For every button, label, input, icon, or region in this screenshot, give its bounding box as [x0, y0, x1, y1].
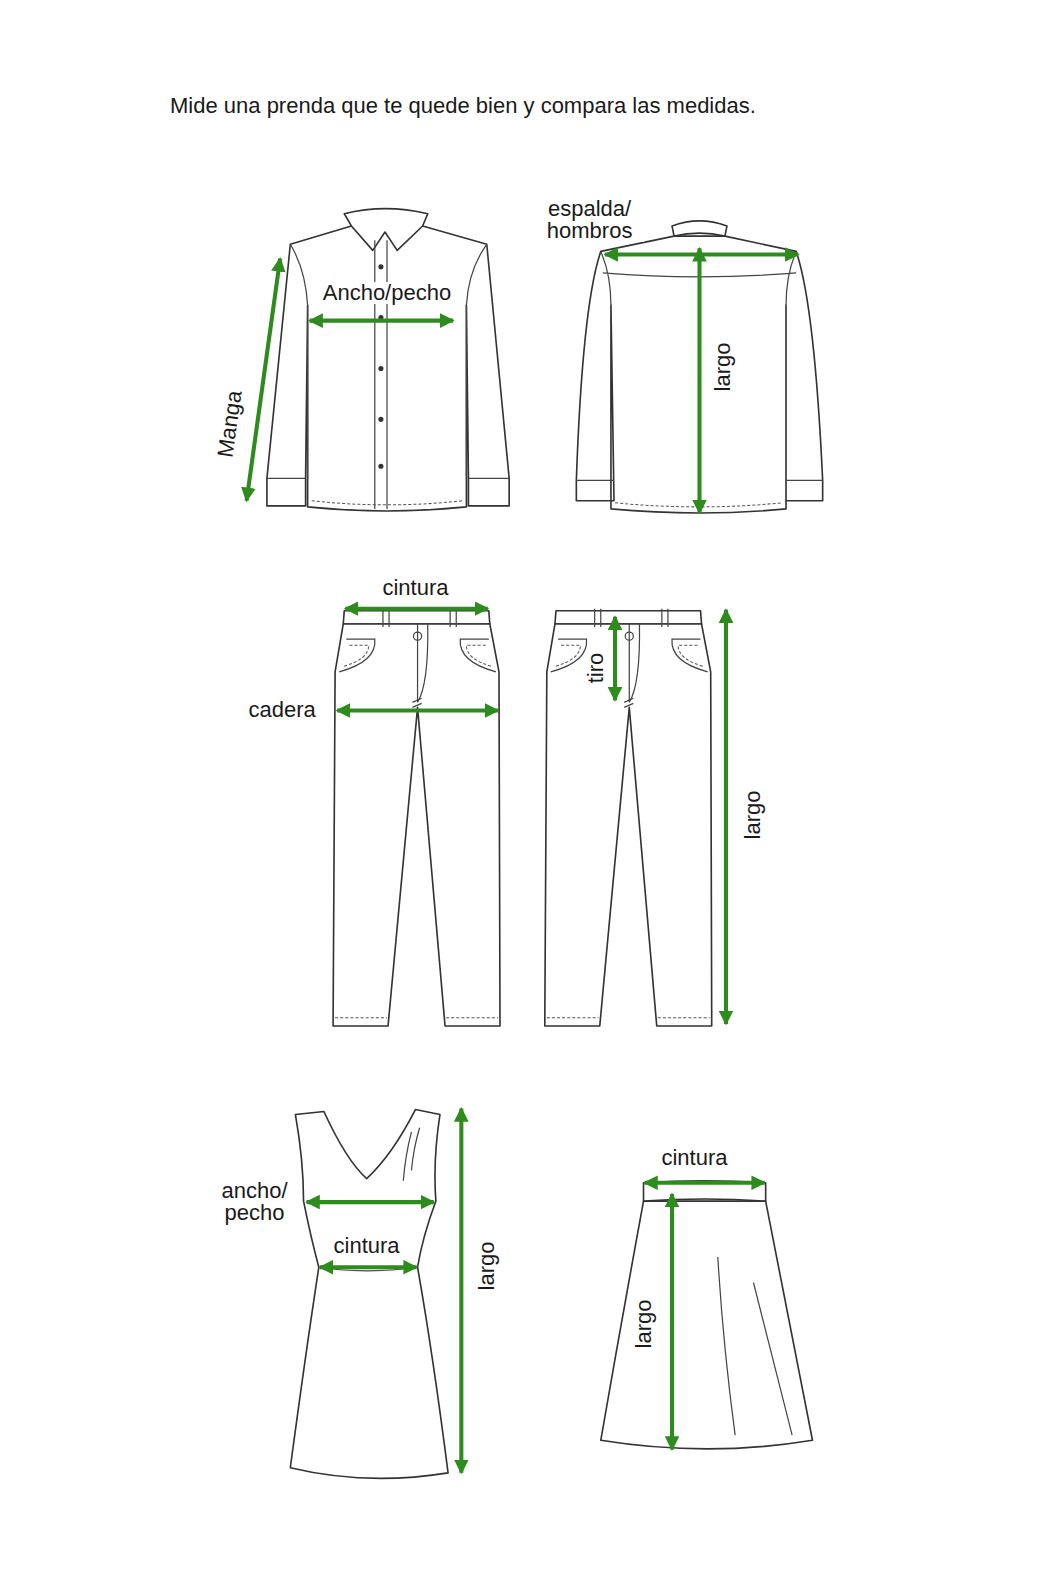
measurement-label: espalda/ hombros: [535, 198, 645, 242]
measurement-label: largo: [742, 788, 764, 841]
shirt-front: [267, 209, 509, 511]
measurement-label: tiro: [585, 651, 607, 686]
measurement-label: largo: [712, 340, 734, 393]
pants-front: [333, 609, 500, 1026]
instruction-title: Mide una prenda que te quede bien y comp…: [168, 95, 758, 117]
dress: [290, 1109, 448, 1478]
measurement-label: largo: [633, 1297, 655, 1350]
shirt-back: [576, 221, 822, 513]
measurement-label: cadera: [246, 699, 317, 721]
skirt: [601, 1181, 813, 1449]
measurement-label: Ancho/pecho: [321, 282, 453, 304]
pants-back: [545, 609, 712, 1026]
measurement-label: cintura: [659, 1147, 729, 1169]
measurement-label: ancho/ pecho: [213, 1180, 296, 1224]
measurement-label: cintura: [332, 1235, 402, 1257]
measurement-label: Manga: [214, 387, 246, 461]
measurement-label: cintura: [380, 577, 450, 599]
measurement-arrows: [247, 248, 799, 1472]
measurement-label: largo: [476, 1239, 498, 1292]
